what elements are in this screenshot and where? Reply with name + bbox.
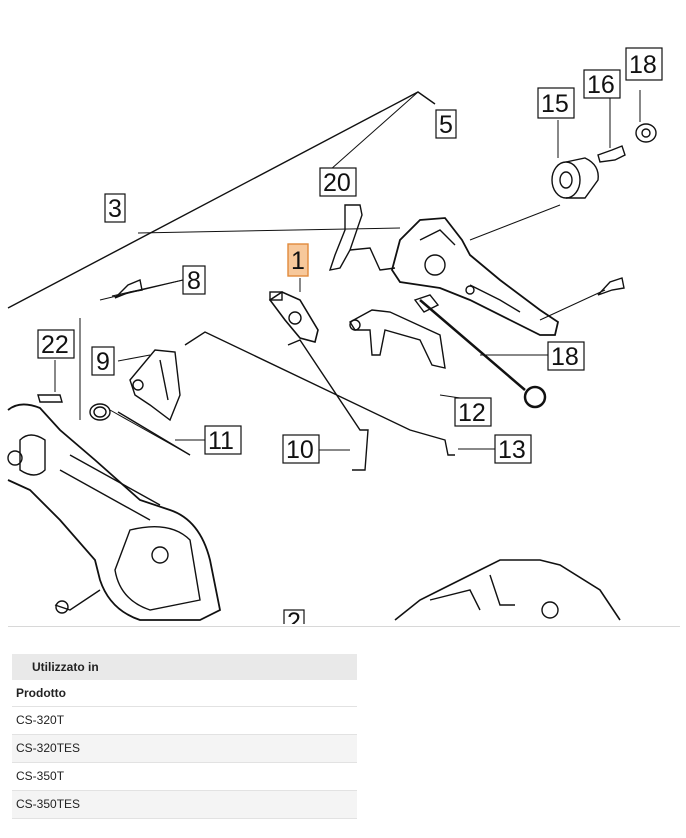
used-in-table: Utilizzato in Prodotto CS-320T CS-320TES… — [12, 654, 357, 819]
callout-5: 5 — [439, 111, 453, 139]
callout-21: 18 — [551, 343, 579, 371]
parts-diagram: 3 5 20 1 8 22 9 11 10 12 13 18 15 16 18 … — [7, 47, 663, 624]
callout-12: 12 — [458, 399, 486, 427]
callout-11: 11 — [208, 427, 234, 455]
section-divider — [8, 626, 680, 627]
product-row[interactable]: CS-320T — [12, 706, 357, 734]
callout-2: 2 — [287, 608, 301, 624]
callout-13: 13 — [498, 436, 526, 464]
callout-10: 10 — [286, 436, 314, 464]
callout-16: 16 — [587, 71, 615, 99]
product-row[interactable]: CS-350T — [12, 762, 357, 790]
used-in-title: Utilizzato in — [12, 654, 357, 680]
product-row[interactable]: CS-350TES — [12, 790, 357, 819]
callout-18: 18 — [629, 51, 657, 79]
exploded-view-drawing: 3 5 20 1 8 22 9 11 10 12 13 18 15 16 18 … — [7, 47, 663, 624]
highlight-box — [287, 243, 309, 277]
callout-15: 15 — [541, 90, 569, 118]
column-header-product: Prodotto — [16, 686, 66, 700]
product-row[interactable]: CS-320TES — [12, 734, 357, 762]
callout-22: 22 — [41, 331, 69, 359]
callout-8: 8 — [187, 267, 201, 295]
callout-20: 20 — [323, 169, 351, 197]
callout-3: 3 — [108, 195, 122, 223]
callout-1: 1 — [291, 247, 305, 275]
callout-9: 9 — [96, 348, 110, 376]
callout-boxes: 3 5 20 1 8 22 9 11 10 12 13 18 15 16 18 … — [37, 47, 663, 624]
